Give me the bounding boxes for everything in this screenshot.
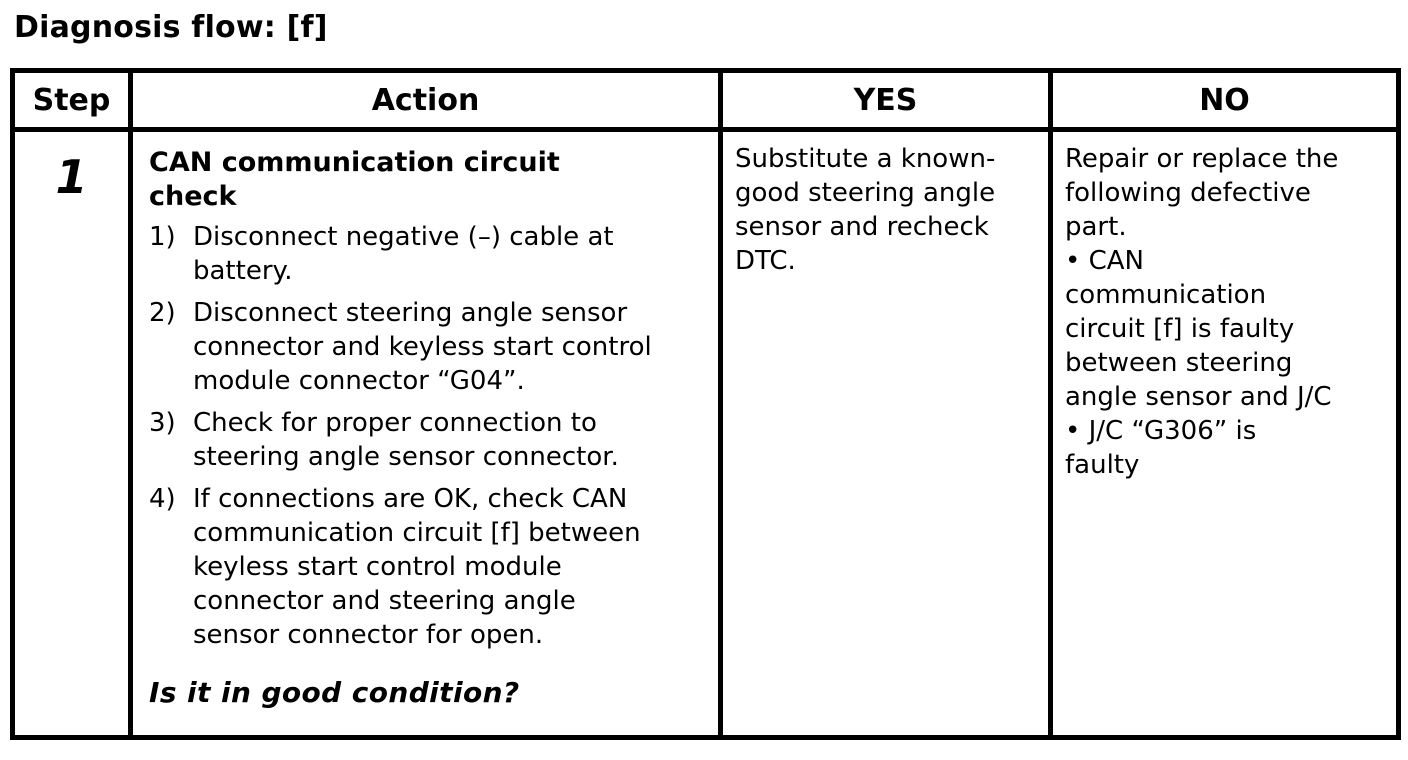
no-intro-text: Repair or replace the following defectiv… xyxy=(1065,144,1339,242)
action-step-3: 3) Check for proper connection to steeri… xyxy=(149,406,704,474)
action-step-4: 4) If connections are OK, check CAN comm… xyxy=(149,482,704,652)
action-step-4-number: 4) xyxy=(149,484,176,514)
yes-cell: Substitute a known- good steering angle … xyxy=(718,127,1053,740)
action-step-1-text: Disconnect negative (–) cable at battery… xyxy=(193,222,614,286)
col-header-action: Action xyxy=(128,68,723,132)
header-row: Step Action YES NO xyxy=(10,68,1401,132)
action-step-3-number: 3) xyxy=(149,408,176,438)
action-step-1-number: 1) xyxy=(149,222,176,252)
step-number: 1 xyxy=(55,150,88,204)
col-header-no: NO xyxy=(1048,68,1401,132)
action-step-2-number: 2) xyxy=(149,298,176,328)
col-header-yes: YES xyxy=(718,68,1053,132)
action-step-4-text: If connections are OK, check CAN communi… xyxy=(193,484,641,650)
no-cell: Repair or replace the following defectiv… xyxy=(1048,127,1401,740)
table-body: 1 CAN communication circuit check 1) Dis… xyxy=(10,127,1401,740)
action-heading: CAN communication circuit check xyxy=(149,147,560,212)
table-row: 1 CAN communication circuit check 1) Dis… xyxy=(10,127,1401,740)
no-bullet-2: • J/C “G306” is faulty xyxy=(1065,416,1257,480)
diagnosis-flow-table: Step Action YES NO 1 CAN communication c… xyxy=(10,68,1401,740)
step-cell: 1 xyxy=(10,127,133,740)
action-cell: CAN communication circuit check 1) Disco… xyxy=(128,127,723,740)
no-bullet-1: • CAN communication circuit [f] is fault… xyxy=(1065,246,1332,412)
action-step-1: 1) Disconnect negative (–) cable at batt… xyxy=(149,220,704,288)
yes-text: Substitute a known- good steering angle … xyxy=(735,144,996,276)
col-header-step: Step xyxy=(10,68,133,132)
table-header: Step Action YES NO xyxy=(10,68,1401,132)
page-title: Diagnosis flow: [f] xyxy=(14,10,328,45)
action-step-3-text: Check for proper connection to steering … xyxy=(193,408,619,472)
action-step-2: 2) Disconnect steering angle sensor conn… xyxy=(149,296,704,398)
condition-question: Is it in good condition? xyxy=(149,676,520,709)
action-step-2-text: Disconnect steering angle sensor connect… xyxy=(193,298,652,396)
